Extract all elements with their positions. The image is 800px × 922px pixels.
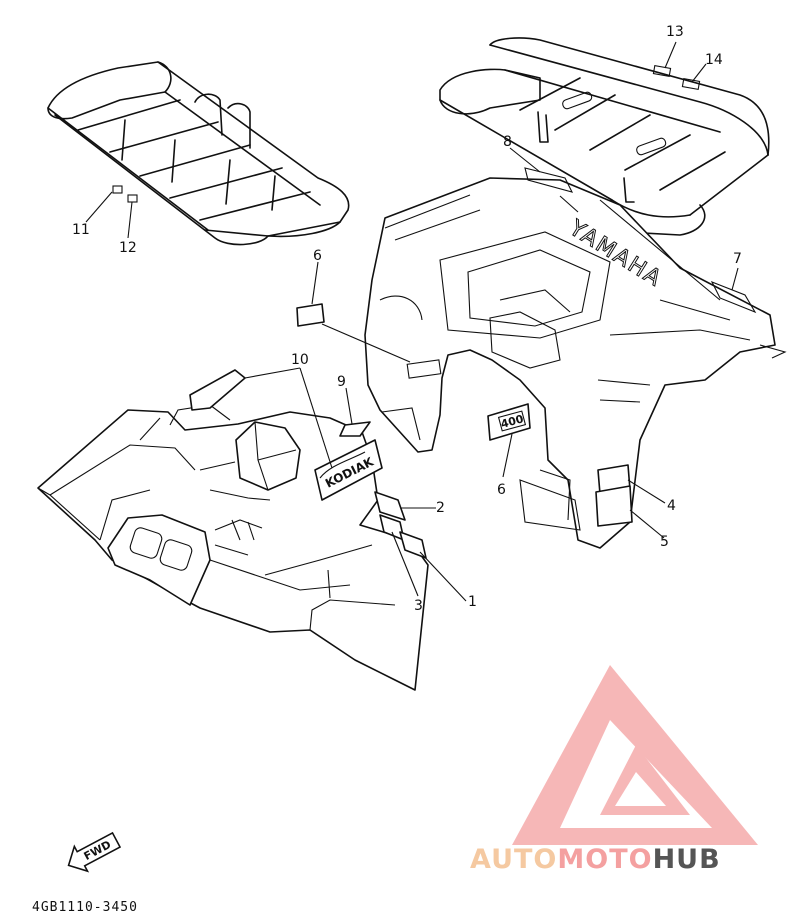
callout-14: 14 bbox=[705, 52, 723, 68]
front-carrier-rack bbox=[47, 61, 350, 246]
rear-carrier-rack bbox=[439, 37, 770, 236]
callout-6-upper: 6 bbox=[313, 248, 322, 264]
watermark-text: AUTOMOTOHUB bbox=[470, 844, 721, 875]
decal-part-7 bbox=[710, 280, 757, 314]
decal-part-8 bbox=[524, 167, 574, 193]
fwd-arrow-icon: FWD bbox=[67, 831, 122, 873]
watermark-part-2: MOTO bbox=[557, 844, 652, 875]
decal-part-11 bbox=[112, 185, 123, 194]
callout-7: 7 bbox=[733, 251, 742, 267]
front-fender: KODIAK bbox=[37, 369, 429, 691]
decal-displacement-text: 400 bbox=[499, 412, 525, 431]
callout-4: 4 bbox=[667, 498, 676, 514]
callout-13: 13 bbox=[666, 24, 684, 40]
rear-fender: YAMAHA 400 bbox=[364, 167, 787, 549]
decal-part-5 bbox=[595, 485, 633, 527]
callout-8: 8 bbox=[503, 134, 512, 150]
decal-part-2 bbox=[374, 491, 406, 521]
decal-part-13 bbox=[652, 65, 672, 77]
callout-9: 9 bbox=[337, 374, 346, 390]
leader-lines bbox=[85, 41, 739, 602]
callout-10: 10 bbox=[291, 352, 309, 368]
callout-12: 12 bbox=[119, 240, 137, 256]
watermark-part-1: AUTO bbox=[470, 844, 557, 875]
decal-part-14 bbox=[681, 78, 701, 90]
decal-part-12 bbox=[127, 194, 138, 203]
decal-part-6-plate bbox=[296, 303, 325, 327]
decal-part-10-reflector bbox=[189, 369, 246, 411]
watermark-part-3: HUB bbox=[653, 844, 721, 875]
watermark-logo-mark bbox=[512, 665, 758, 845]
callout-1: 1 bbox=[468, 594, 477, 610]
callout-6-lower: 6 bbox=[497, 482, 506, 498]
callout-5: 5 bbox=[660, 534, 669, 550]
callout-11: 11 bbox=[72, 222, 90, 238]
callout-3: 3 bbox=[414, 598, 423, 614]
decal-part-6-displacement: 400 bbox=[487, 403, 531, 441]
callout-numbers: 1 2 3 4 5 6 6 7 8 9 10 11 12 13 14 bbox=[72, 24, 742, 614]
callout-2: 2 bbox=[436, 500, 445, 516]
drawing-code: 4GB1110-3450 bbox=[32, 900, 138, 915]
decal-part-9 bbox=[339, 421, 371, 437]
